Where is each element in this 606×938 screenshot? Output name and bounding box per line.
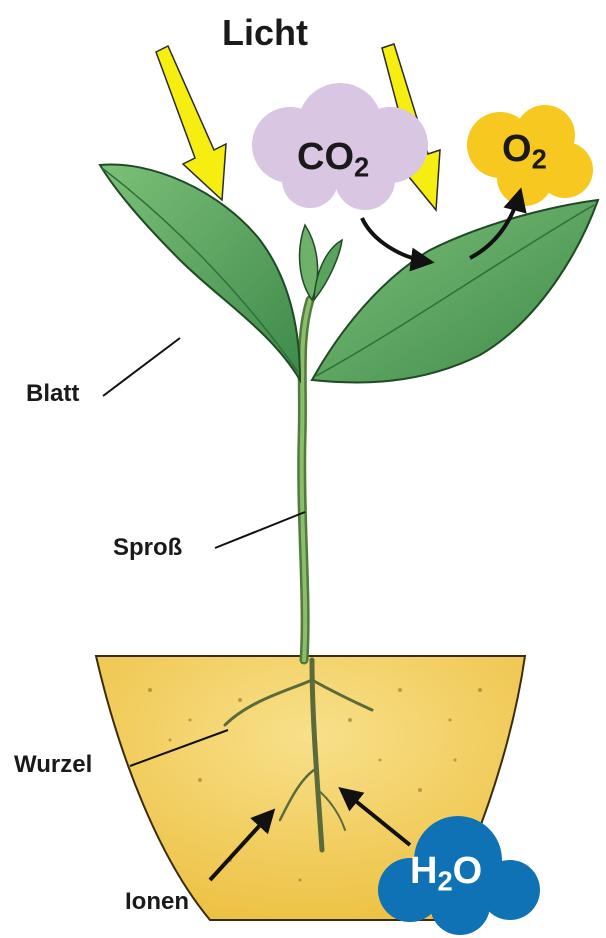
label-ionen: Ionen: [125, 888, 189, 916]
title-licht: Licht: [222, 12, 308, 54]
label-spross: Sproß: [113, 534, 182, 562]
label-blatt: Blatt: [26, 380, 79, 408]
shoot-leader-line: [215, 512, 305, 548]
o2-formula: O2: [502, 128, 547, 176]
h2o-formula: H2O: [410, 850, 482, 898]
bud: [300, 225, 342, 300]
co2-formula: CO2: [297, 136, 369, 184]
leaf-leader-line: [103, 338, 180, 396]
leaf-right: [312, 200, 598, 382]
label-wurzel: Wurzel: [14, 751, 92, 779]
leaf-left: [100, 164, 300, 380]
